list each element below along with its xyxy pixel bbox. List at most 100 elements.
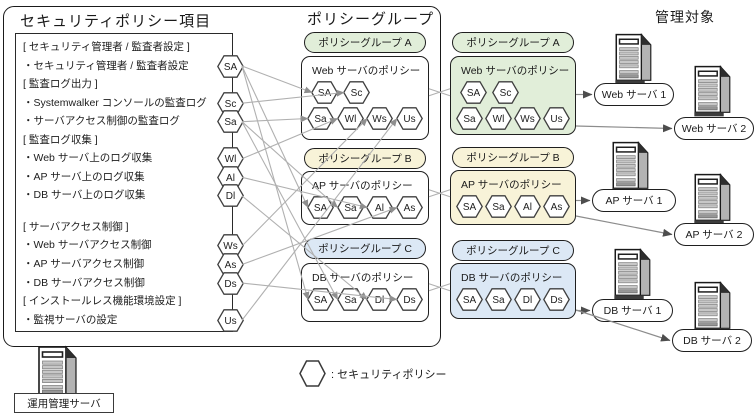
svg-text:SA: SA xyxy=(318,88,332,99)
policy-section-header: [ 監査ログ出力 ] xyxy=(16,75,232,94)
server-label-ap2: AP サーバ 2 xyxy=(674,223,754,246)
server-label-ap1: AP サーバ 1 xyxy=(592,189,676,212)
policy-group-A-header: ポリシーグループ A xyxy=(304,32,426,53)
server-tower-icon xyxy=(615,29,653,90)
policy-item-label: ・DB サーバ上のログ収集 xyxy=(23,189,146,202)
svg-text:Sc: Sc xyxy=(351,88,363,99)
policy-hexagon-Al: Al xyxy=(366,196,394,219)
svg-text:Sa: Sa xyxy=(492,202,505,213)
svg-text:Ws: Ws xyxy=(223,241,237,252)
svg-text:Dl: Dl xyxy=(523,295,532,306)
policy-item-label: [ 監査ログ収集 ] xyxy=(23,133,98,146)
policy-hexagon-SA: SA xyxy=(456,195,483,218)
svg-text:Al: Al xyxy=(226,173,235,184)
policy-hexagon-Us: Us xyxy=(217,308,244,332)
svg-text:Sa: Sa xyxy=(492,295,505,306)
svg-text:Ds: Ds xyxy=(403,295,415,306)
policy-hexagon-Ws: Ws xyxy=(366,107,394,130)
server-tower-icon xyxy=(694,169,732,230)
svg-text:Al: Al xyxy=(375,203,384,214)
svg-text:As: As xyxy=(404,203,416,214)
policy-hexagon-Us: Us xyxy=(543,107,570,130)
svg-text:As: As xyxy=(551,202,563,213)
svg-text:Sa: Sa xyxy=(344,295,357,306)
policy-group-section-title: ポリシーグループ xyxy=(307,11,435,28)
svg-text:Ws: Ws xyxy=(520,114,534,125)
policy-hexagon-Sa: Sa xyxy=(485,195,512,218)
policy-section-header: [ 監査ログ収集 ] xyxy=(16,131,232,150)
policy-item-label: ・Web サーバアクセス制御 xyxy=(23,239,152,252)
policy-item-label: ・セキュリティ管理者 / 監査者設定 xyxy=(23,59,189,72)
policy-item-label: [ サーバアクセス制御 ] xyxy=(23,220,129,233)
hexagon-row: SA Sc xyxy=(302,81,428,104)
policy-hexagon-Sa: Sa xyxy=(217,110,244,134)
svg-text:Us: Us xyxy=(550,114,562,125)
svg-text:Wl: Wl xyxy=(225,154,237,165)
policy-item-label: ・Web サーバ上のログ収集 xyxy=(23,152,153,165)
svg-text:Us: Us xyxy=(224,316,236,327)
policy-hexagon-Sa: Sa xyxy=(456,107,483,130)
server-tower-icon xyxy=(694,61,732,122)
policy-hexagon-Dl: Dl xyxy=(366,288,394,311)
policy-hexagon-As: As xyxy=(543,195,570,218)
server-tower-icon xyxy=(612,137,650,198)
svg-text:Ds: Ds xyxy=(550,295,562,306)
policy-hexagon-Ws: Ws xyxy=(514,107,541,130)
policy-hexagon-Ds: Ds xyxy=(396,288,423,311)
policy-item: ・AP サーバ上のログ収集 Al xyxy=(16,165,244,189)
svg-text:SA: SA xyxy=(467,88,481,99)
policy-group-B-header: ポリシーグループ B xyxy=(452,147,574,168)
policy-group-box-title: DB サーバのポリシー xyxy=(461,272,563,284)
policy-hexagon-As: As xyxy=(396,196,423,219)
policy-section-header: [ セキュリティ管理者 / 監査者設定 ] xyxy=(16,38,232,57)
server-label-db2: DB サーバ 2 xyxy=(672,329,752,352)
policy-section-header: [ インストールレス機能環境設定 ] xyxy=(16,292,232,311)
policy-hexagon-Us: Us xyxy=(396,107,423,130)
policy-group-C-header: ポリシーグループ C xyxy=(452,240,574,261)
policy-hexagon-Sa: Sa xyxy=(307,107,334,130)
svg-text:Dl: Dl xyxy=(375,295,384,306)
policy-section-header: [ サーバアクセス制御 ] xyxy=(16,218,232,237)
policy-hexagon-Sc: Sc xyxy=(492,81,519,104)
policy-hexagon-SA: SA xyxy=(307,288,334,311)
server-tower-icon xyxy=(614,244,652,305)
policy-hexagon-Dl: Dl xyxy=(514,288,541,311)
policy-hexagon-Sa: Sa xyxy=(336,196,364,219)
legend-label: : セキュリティポリシー xyxy=(331,368,447,381)
policy-items-box: [ セキュリティ管理者 / 監査者設定 ] ・セキュリティ管理者 / 監査者設定 S… xyxy=(15,33,244,332)
policy-item-label: [ インストールレス機能環境設定 ] xyxy=(23,295,182,308)
policy-group-C-header: ポリシーグループ C xyxy=(304,238,426,259)
svg-text:Us: Us xyxy=(403,114,415,125)
svg-text:SA: SA xyxy=(224,62,238,73)
policy-group-box-title: Web サーバのポリシー xyxy=(461,65,570,77)
policy-hexagon-Sa: Sa xyxy=(336,288,364,311)
svg-text:Dl: Dl xyxy=(226,191,235,202)
hexagon-icon xyxy=(299,360,326,387)
policy-hexagon-SA: SA xyxy=(311,81,338,104)
management-server-label: 運用管理サーバ xyxy=(14,393,114,413)
policy-item: ・セキュリティ管理者 / 監査者設定 SA xyxy=(16,54,244,78)
policy-item: ・監視サーバの設定 Us xyxy=(16,308,244,332)
policy-item-label: ・AP サーバ上のログ収集 xyxy=(23,170,145,183)
policy-group-A-header: ポリシーグループ A xyxy=(452,32,574,53)
svg-text:Sa: Sa xyxy=(344,203,357,214)
policy-item-label: ・監視サーバの設定 xyxy=(23,313,118,326)
policy-group-box-title: AP サーバのポリシー xyxy=(461,179,562,191)
policy-item-label: ・Systemwalker コンソールの監査ログ xyxy=(23,96,207,109)
legend: : セキュリティポリシー xyxy=(299,360,446,387)
policy-item-label: [ セキュリティ管理者 / 監査者設定 ] xyxy=(23,41,190,53)
svg-text:Sc: Sc xyxy=(500,88,512,99)
hexagon-row: SA Sa Dl Ds xyxy=(302,288,428,311)
policy-hexagon-SA: SA xyxy=(307,196,334,219)
hexagon-row: SA Sc xyxy=(451,81,575,104)
server-label-web1: Web サーバ 1 xyxy=(594,83,674,106)
svg-text:SA: SA xyxy=(314,295,328,306)
policy-group-box-title: DB サーバのポリシー xyxy=(312,272,414,284)
policy-item-label: ・DB サーバアクセス制御 xyxy=(23,276,145,289)
svg-text:As: As xyxy=(225,260,237,271)
